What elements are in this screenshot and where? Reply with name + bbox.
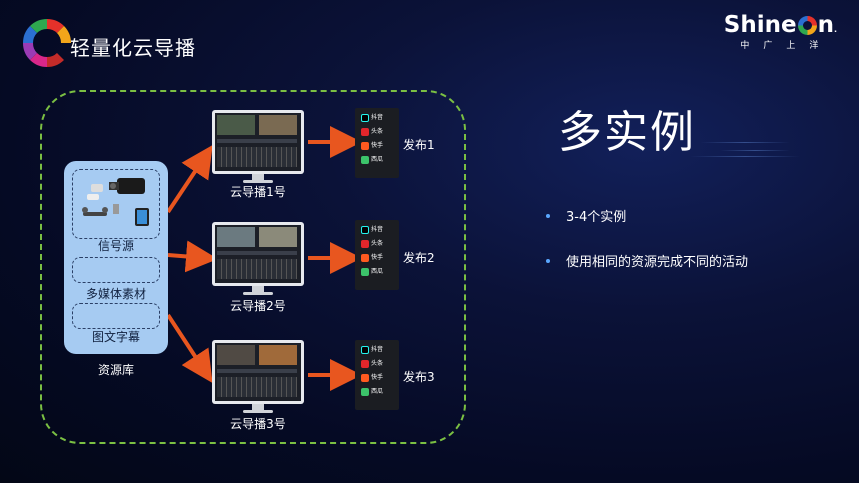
kuaishou-icon xyxy=(361,253,369,262)
xigua-item: 西瓜 xyxy=(361,266,393,277)
arrow-res-to-d1 xyxy=(166,145,213,214)
brand-o-icon xyxy=(797,15,817,35)
xigua-icon xyxy=(361,267,369,276)
bullet-item: 3-4个实例 xyxy=(546,206,748,225)
douyin-item: 抖音 xyxy=(361,112,393,123)
douyin-icon xyxy=(361,225,369,234)
signal-source-box xyxy=(72,169,160,239)
xigua-icon xyxy=(361,155,369,164)
toutiao-icon xyxy=(361,127,369,136)
director-3-label: 云导播3号 xyxy=(230,417,286,431)
resource-library-caption: 资源库 xyxy=(97,363,134,377)
toutiao-icon xyxy=(361,239,369,248)
kuaishou-item: 快手 xyxy=(361,252,393,263)
director-1-label: 云导播1号 xyxy=(230,185,286,199)
platform-card-1: 抖音 头条 快手 西瓜 xyxy=(355,108,399,178)
brand-word-pre: Shine xyxy=(723,12,797,38)
system-frame xyxy=(40,90,466,444)
bullet-list: 3-4个实例 使用相同的资源完成不同的活动 xyxy=(546,206,748,296)
director-monitor-1 xyxy=(212,110,304,183)
kuaishou-item: 快手 xyxy=(361,372,393,383)
toutiao-icon xyxy=(361,359,369,368)
publish-2-label: 发布2 xyxy=(403,251,435,265)
xigua-item: 西瓜 xyxy=(361,154,393,165)
main-heading: 多实例 xyxy=(558,107,696,158)
graphics-subtitle-box xyxy=(72,303,160,329)
kuaishou-icon xyxy=(361,373,369,382)
director-2-label: 云导播2号 xyxy=(230,299,286,313)
bullet-item: 使用相同的资源完成不同的活动 xyxy=(546,251,748,270)
kuaishou-icon xyxy=(361,141,369,150)
bullet-dot-icon xyxy=(546,258,550,263)
arrow-res-to-d3 xyxy=(166,313,213,384)
platform-card-3: 抖音 头条 快手 西瓜 xyxy=(355,340,399,410)
douyin-icon xyxy=(361,345,369,354)
brand-logo: Shine n . 中广上洋 xyxy=(723,12,837,51)
page-title: 轻量化云导播 xyxy=(70,36,196,60)
toutiao-item: 头条 xyxy=(361,126,393,137)
toutiao-item: 头条 xyxy=(361,238,393,249)
multimedia-label: 多媒体素材 xyxy=(85,287,146,301)
camera-devices-icon xyxy=(82,178,149,226)
toutiao-item: 头条 xyxy=(361,358,393,369)
resource-panel: 信号源 多媒体素材 图文字幕 xyxy=(64,161,168,354)
cloud-director-logo-icon xyxy=(22,18,72,68)
brand-sub: 中广上洋 xyxy=(740,41,833,51)
xigua-icon xyxy=(361,387,369,396)
douyin-icon xyxy=(361,113,369,122)
director-monitor-2 xyxy=(212,222,304,295)
signal-source-label: 信号源 xyxy=(97,239,134,253)
bullet-dot-icon xyxy=(546,213,550,218)
director-monitor-3 xyxy=(212,340,304,413)
kuaishou-item: 快手 xyxy=(361,140,393,151)
publish-1-label: 发布1 xyxy=(403,138,435,152)
arrow-res-to-d2 xyxy=(167,240,218,273)
douyin-item: 抖音 xyxy=(361,344,393,355)
brand-word-post: n xyxy=(817,12,834,38)
platform-card-2: 抖音 头条 快手 西瓜 xyxy=(355,220,399,290)
douyin-item: 抖音 xyxy=(361,224,393,235)
multimedia-box xyxy=(72,257,160,283)
graphics-subtitle-label: 图文字幕 xyxy=(91,330,140,344)
publish-3-label: 发布3 xyxy=(403,370,435,384)
xigua-item: 西瓜 xyxy=(361,386,393,397)
